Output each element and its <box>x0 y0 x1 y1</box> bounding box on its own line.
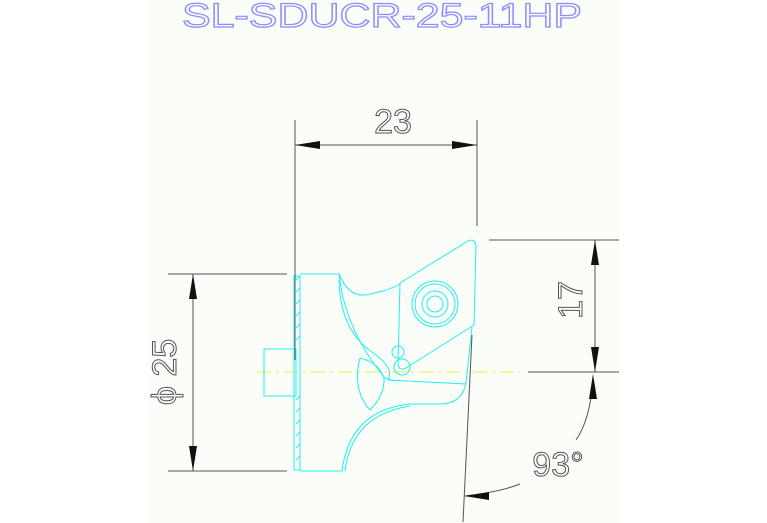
dimension-length-label: 23 <box>374 103 412 141</box>
dimension-diameter: ϕ 25 <box>146 273 287 472</box>
dimension-height: 17 <box>489 239 619 373</box>
dimension-angle-label: 93° <box>532 446 583 484</box>
torx-icon <box>426 295 444 313</box>
pin-circle <box>393 358 411 376</box>
body-inner-curve-2 <box>338 279 391 381</box>
dimension-diameter-label: ϕ 25 <box>146 339 184 405</box>
screw-head-outer <box>411 280 459 328</box>
body-bottom <box>300 326 473 472</box>
serration-hatch <box>295 275 301 461</box>
tool-holder-outline <box>263 273 473 472</box>
dimension-length: 23 <box>294 103 478 360</box>
body-bottom-inner <box>344 405 411 472</box>
dimension-height-label: 17 <box>552 281 590 319</box>
part-number-title: SL-SDUCR-25-11HP <box>182 0 582 35</box>
shank <box>263 348 297 397</box>
body-top <box>300 273 401 296</box>
screw-head-ring <box>414 283 456 325</box>
seat-line <box>387 379 467 385</box>
serrated-face <box>293 275 301 471</box>
chip-pocket <box>357 357 385 411</box>
dimension-angle: 93° <box>462 334 597 523</box>
insert-outline <box>397 239 477 370</box>
screw-socket <box>421 290 449 318</box>
insert <box>397 239 477 370</box>
drawing-sheet <box>148 0 620 523</box>
